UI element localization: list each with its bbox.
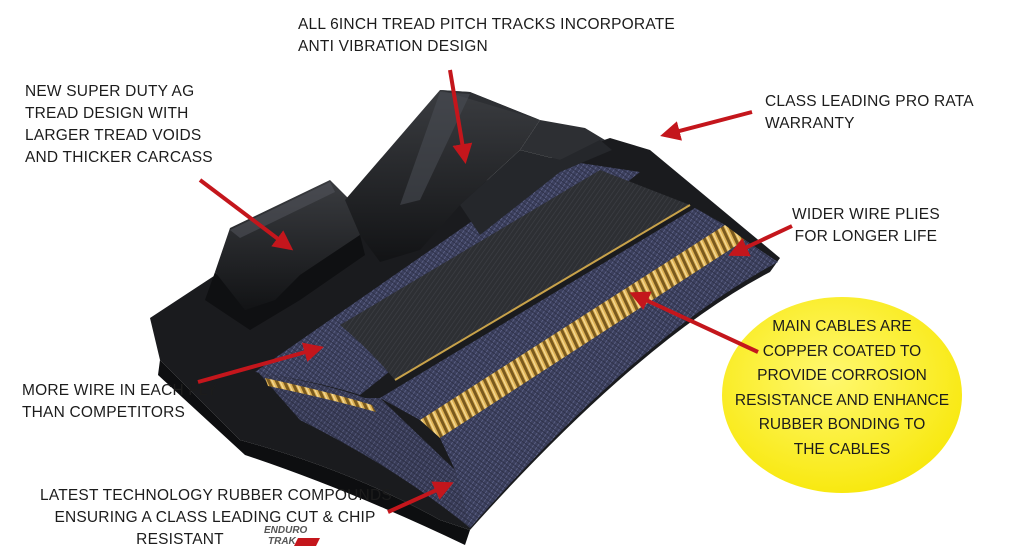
callout-line: THAN COMPETITORS [22,404,186,421]
copper-cable-layer [420,225,745,438]
callout-line: ALL 6INCH TREAD PITCH TRACKS INCORPORATE [298,16,675,33]
callout-line: FOR LONGER LIFE [794,228,938,245]
arrow-anti-vibration [448,69,473,164]
wire-ply-ends [258,372,470,528]
callout-line: WIDER WIRE PLIES [792,206,940,223]
tread-lug-center-top [440,90,605,160]
callout-line: COPPER COATED TO [762,342,922,360]
callout-tread-design: NEW SUPER DUTY AG TREAD DESIGN WITH LARG… [25,81,213,169]
callout-line: RUBBER BONDING TO [758,416,926,433]
inner-wire-ply [380,208,725,420]
copper-edge-line [394,204,691,381]
callout-line: WARRANTY [765,115,855,132]
carcass-side-edge [158,360,470,545]
callout-line: NEW SUPER DUTY AG [25,83,195,100]
callout-line: LARGER TREAD VOIDS [25,127,202,144]
callout-main-cables: MAIN CABLES ARE COPPER COATED TO PROVIDE… [726,315,958,462]
callout-anti-vibration: ALL 6INCH TREAD PITCH TRACKS INCORPORATE… [298,14,675,58]
callout-line: THE CABLES [793,440,891,458]
callout-line: ENSURING A CLASS LEADING CUT & CHIP [54,509,376,526]
callout-rubber-compounds: LATEST TECHNOLOGY RUBBER COMPOUNDS ENSUR… [40,485,392,551]
arrow-warranty [660,110,753,141]
arrow-rubber-compounds [387,481,454,514]
callout-wire-plies: WIDER WIRE PLIES FOR LONGER LIFE [792,204,940,248]
logo-stripe-icon [308,538,320,546]
arrow-wire-plies [728,224,793,257]
callout-line: MORE WIRE IN EACH PLY [22,382,218,399]
tread-lug-right [460,140,612,235]
enduro-trak-logo: ENDURO TRAK [264,525,320,547]
callout-bubble [722,297,962,493]
callout-line: PROVIDE CORROSION [757,367,927,384]
bottom-wire-ply [440,240,778,528]
callout-line: RESISTANT [136,531,224,548]
callout-line: AND THICKER CARCASS [25,149,213,166]
dark-ply-band [340,170,690,380]
callout-line: TREAD DESIGN WITH [25,105,189,122]
logo-line-2: TRAK [268,536,297,547]
callout-warranty: CLASS LEADING PRO RATA WARRANTY [765,91,974,135]
callout-more-wire: MORE WIRE IN EACH PLY THAN COMPETITORS [22,380,217,424]
callout-line: RESISTANCE AND ENHANCE [734,391,950,409]
wire-ply-gold-ends [265,378,376,412]
arrow-tread-design [198,178,294,251]
callout-line: CLASS LEADING PRO RATA [765,93,974,110]
callout-line: LATEST TECHNOLOGY RUBBER COMPOUNDS [40,487,392,504]
tread-lug-left-shadow [205,235,365,330]
arrow-more-wire [197,342,324,384]
tread-highlight [400,92,470,205]
callout-line: ANTI VIBRATION DESIGN [298,38,488,55]
callout-line: MAIN CABLES ARE [772,318,912,335]
arrow-main-cables [629,291,759,354]
tread-lug-center [345,90,540,262]
logo-line-1: ENDURO [264,525,308,536]
